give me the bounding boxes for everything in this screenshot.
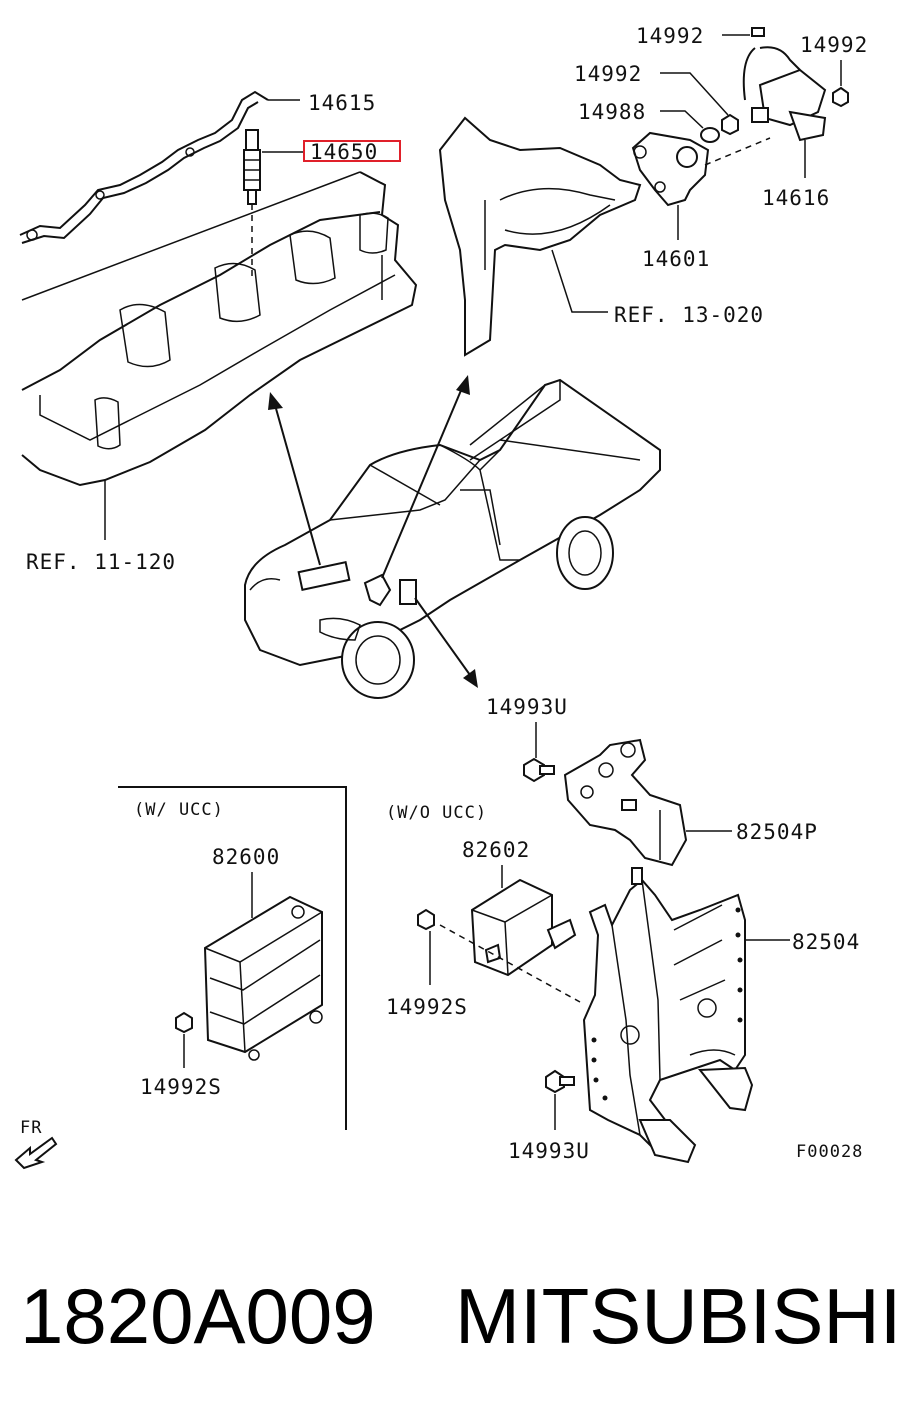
label-w-ucc: (W/ UCC): [134, 800, 224, 820]
location-arrows: [268, 375, 478, 688]
label-14992s-a: 14992S: [386, 995, 468, 1019]
sensor-14616-drawing: [742, 46, 827, 142]
bolt-14993u-bottom: [545, 1069, 575, 1094]
ucc-divider: [118, 786, 347, 1130]
label-14993u-b: 14993U: [508, 1139, 590, 1163]
label-ref-13-020: REF. 13-020: [614, 303, 764, 327]
leader-ref13: [551, 249, 608, 313]
dash-line-bracket: [704, 137, 771, 166]
label-14992-a: 14992: [636, 24, 704, 48]
label-82602: 82602: [462, 838, 530, 862]
leader-14992-c: [660, 72, 729, 116]
label-ref-11-120: REF. 11-120: [26, 550, 176, 574]
label-14992-c: 14992: [574, 62, 642, 86]
nut-14992-mid: [721, 113, 739, 136]
shroud-bracket-drawing: [438, 116, 642, 357]
footer-part-number: 1820A009: [20, 1272, 376, 1360]
bracket-82504-drawing: [582, 867, 754, 1164]
sensor-bracket-drawing: [631, 131, 710, 207]
label-14993u-a: 14993U: [486, 695, 568, 719]
glow-plug-harness-drawing: [19, 90, 269, 244]
front-arrow-icon: [14, 1136, 58, 1170]
label-14992-b: 14992: [800, 33, 868, 57]
label-82600: 82600: [212, 845, 280, 869]
label-wo-ucc: (W/O UCC): [386, 803, 487, 823]
footer-brand: MITSUBISHI: [455, 1272, 901, 1360]
washer-14988: [700, 127, 720, 143]
glow-plug-drawing: [243, 129, 261, 280]
label-14988: 14988: [578, 100, 646, 124]
label-14650[interactable]: 14650: [310, 140, 378, 164]
nut-14992s-left: [175, 1011, 193, 1034]
label-14601: 14601: [642, 247, 710, 271]
label-fr: FR: [20, 1118, 42, 1138]
label-14615: 14615: [308, 91, 376, 115]
label-82504p: 82504P: [736, 820, 818, 844]
label-82504: 82504: [792, 930, 860, 954]
label-14616: 14616: [762, 186, 830, 210]
pickup-truck-drawing: [244, 378, 661, 699]
leader-14988: [660, 110, 704, 129]
bracket-82504p-drawing: [563, 738, 688, 867]
dash-line-82602: [439, 924, 581, 1003]
bolt-14993u-top: [523, 757, 555, 783]
highlight-box-14650: [303, 140, 401, 162]
nut-14992s-right: [417, 908, 435, 931]
label-figure-code: F00028: [796, 1142, 863, 1162]
label-14992s-b: 14992S: [140, 1075, 222, 1099]
module-82600-drawing: [203, 895, 323, 1061]
nut-14992-right: [832, 86, 849, 108]
cylinder-head-drawing: [21, 171, 418, 487]
clip-14992-top: [751, 27, 765, 37]
module-82602-drawing: [470, 878, 577, 977]
